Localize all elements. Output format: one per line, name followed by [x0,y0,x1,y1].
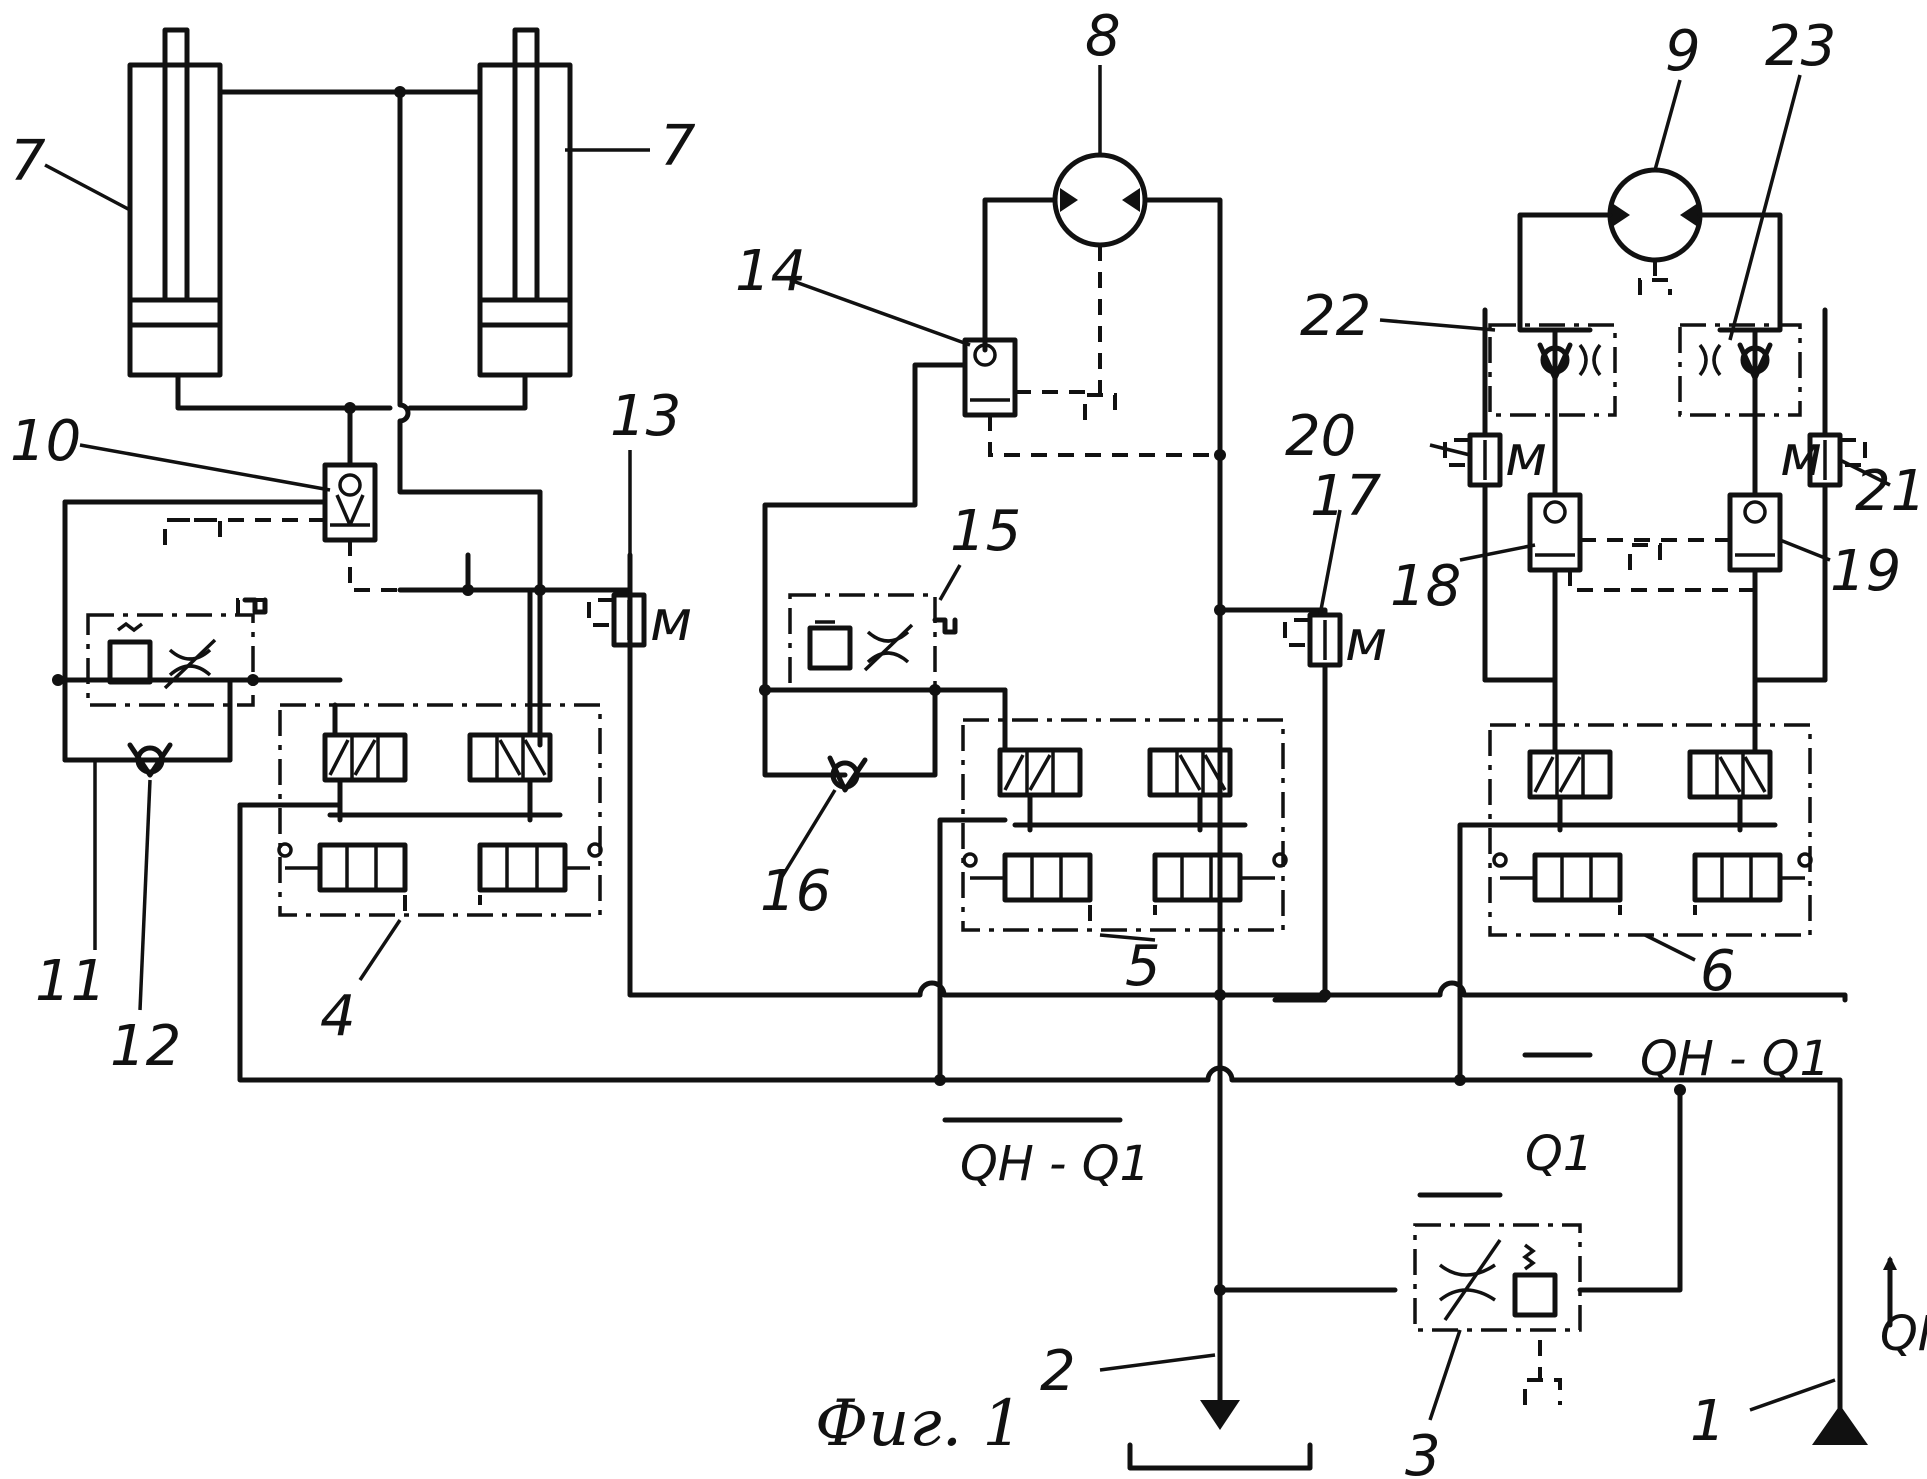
label-15: 15 [950,499,1021,564]
cylinder-lines [178,86,540,527]
label-11: 11 [35,949,106,1014]
pilot-check-valve-19 [1630,495,1780,680]
valve-17: м [1220,609,1387,1000]
directional-block-4 [279,590,601,915]
label-22: 22 [1300,284,1371,349]
label-20: 20 [1285,404,1356,469]
label-17: 17 [1310,464,1382,529]
label-13: 13 [610,384,681,449]
svg-text:м: м [1345,609,1387,674]
label-7-left: 7 [10,129,46,194]
flow-control-15 [759,595,1005,696]
label-18: 18 [1390,554,1461,619]
figure-caption: Фиг. 1 [815,1387,1023,1461]
cylinder-7-left [130,30,220,375]
part-labels: 7 7 8 9 23 22 20 21 18 19 17 14 15 16 13… [10,4,1926,1479]
label-2: 2 [1040,1339,1076,1404]
label-23: 23 [1765,14,1836,79]
directional-block-6 [1485,680,1825,935]
label-8: 8 [1085,4,1121,69]
hydraulic-motor-8 [985,155,1226,1015]
pressure-valve-3 [1415,1225,1580,1405]
directional-block-5 [963,690,1286,930]
circuit-4-lines [400,492,630,820]
label-10: 10 [10,409,81,474]
label-6: 6 [1700,939,1736,1004]
flow-label-qn: QН [1880,1306,1927,1362]
label-5: 5 [1125,934,1161,999]
tank-2 [1130,1400,1310,1468]
svg-text:м: м [650,589,692,654]
label-16: 16 [760,859,831,924]
label-12: 12 [110,1014,181,1079]
svg-text:м: м [1505,424,1547,489]
pilot-check-valve-10 [65,465,474,596]
label-4: 4 [320,984,356,1049]
leader-lines [45,65,1890,1420]
flow-label-center: QН - Q1 [960,1136,1150,1192]
label-19: 19 [1830,539,1901,604]
flow-label-right: QН - Q1 [1640,1031,1830,1087]
valve-21: м [1780,310,1865,680]
label-9: 9 [1665,19,1701,84]
label-21: 21 [1855,459,1926,524]
flow-control-11 [52,502,340,760]
flow-label-q1: Q1 [1525,1126,1593,1182]
label-14: 14 [735,239,806,304]
label-7-right: 7 [660,114,696,179]
label-1: 1 [1690,1389,1726,1454]
svg-text:м: м [1780,424,1822,489]
cylinder-7-right [480,30,570,375]
hydraulic-motor-9 [1520,170,1780,310]
label-3: 3 [1405,1424,1441,1479]
pump-1 [1812,1405,1868,1445]
valve-13: м [589,589,692,654]
pilot-check-valve-18 [1530,495,1755,680]
